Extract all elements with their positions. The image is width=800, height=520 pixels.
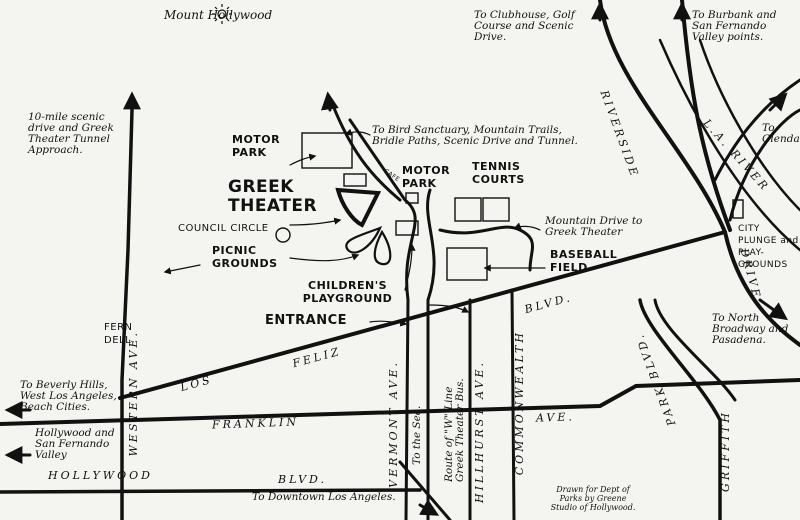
motor-park-box-1 — [301, 132, 353, 169]
sun-symbol — [212, 4, 232, 24]
beverly-hills-note: To Beverly Hills, West Los Angeles, Beac… — [20, 379, 117, 413]
clubhouse-note: To Clubhouse, Golf Course and Scenic Dri… — [474, 9, 575, 43]
la-river-2 — [698, 38, 800, 212]
route-bus-note: Route of "W" Line Greek Theater Bus. — [443, 378, 466, 482]
hollywood-blvd-label: BLVD. — [278, 473, 327, 486]
downtown-road — [398, 460, 452, 520]
park-blvd — [638, 298, 722, 520]
burbank-note: To Burbank and San Fernando Valley point… — [692, 9, 777, 43]
mountain-drive-note: Mountain Drive to Greek Theater — [545, 215, 643, 238]
motor-park-box-2 — [343, 173, 367, 187]
franklin-label: FRANKLIN — [211, 415, 300, 432]
baseball-box — [446, 247, 488, 281]
downtown-note: To Downtown Los Angeles. — [252, 491, 396, 503]
arrow-pasadena — [758, 298, 788, 321]
western-ave — [120, 108, 134, 520]
picnic-grounds-label: PICNIC GROUNDS — [212, 244, 278, 270]
tennis-court-1 — [454, 197, 482, 222]
baseball-field-label: BASEBALL FIELD — [550, 248, 618, 274]
council-circle-label: COUNCIL CIRCLE — [178, 223, 269, 234]
road-glendale — [728, 108, 800, 222]
vermont-ave-label: VERMONT AVE. — [387, 360, 400, 488]
cafe-box — [405, 192, 419, 204]
bird-sanctuary-note: To Bird Sanctuary, Mountain Trails, Brid… — [372, 124, 578, 147]
arrow-downtown — [418, 499, 440, 516]
franklin-ave — [0, 378, 800, 426]
playground-box — [395, 220, 419, 236]
hillhurst-ave-label: HILLHURST AVE. — [473, 360, 486, 503]
arrow-glendale — [768, 92, 788, 112]
mountain-drive — [438, 225, 534, 272]
franklin-ave-label: AVE. — [535, 410, 576, 425]
tennis-court-2 — [482, 197, 510, 222]
hollywood-blvd — [0, 488, 422, 494]
picnic-loop-1 — [345, 226, 383, 254]
la-river — [658, 38, 800, 252]
hollywood-valley-note: Hollywood and San Fernando Valley — [35, 427, 115, 461]
park-blvd-2 — [653, 298, 737, 402]
north-broadway-note: To North Broadway and Pasadena. — [712, 312, 789, 346]
council-circle — [275, 227, 291, 243]
picnic-loop-2 — [373, 229, 392, 266]
griffith-label: GRIFFITH — [719, 410, 732, 492]
commonwealth-label: COMMONWEALTH — [513, 330, 526, 476]
riverside-drive — [598, 0, 800, 347]
road-east — [713, 78, 800, 182]
hollywood-label: HOLLYWOOD — [48, 469, 153, 482]
tennis-courts-label: TENNIS COURTS — [472, 160, 525, 186]
los-feliz-blvd — [118, 230, 727, 400]
park-entrance-road-2 — [426, 188, 436, 302]
vermont-ave — [404, 298, 410, 520]
greek-theater-shape — [335, 187, 382, 228]
childrens-playground-label: CHILDREN'S PLAYGROUND — [302, 279, 393, 305]
western-ave-label: WESTERN AVE. — [127, 330, 140, 457]
mount-hollywood-label: Mount Hollywood — [164, 8, 273, 22]
scenic-drive-note: 10-mile scenic drive and Greek Theater T… — [28, 111, 114, 156]
fern-dell-label: FERN DELL — [104, 322, 133, 346]
credit-note: Drawn for Dept of Parks by Greene Studio… — [550, 485, 636, 512]
to-sea-note: To the Sea. — [411, 405, 423, 465]
arrow-bird-north — [320, 91, 339, 112]
greek-theater-label: GREEK THEATER — [228, 177, 318, 216]
city-plunge-box — [732, 199, 744, 219]
city-plunge-label: CITY PLUNGE and PLAY-GROUNDS — [738, 224, 799, 270]
entrance-label: ENTRANCE — [265, 313, 347, 328]
motor-park-label-2: MOTOR PARK — [402, 164, 451, 190]
scenic-drive-line — [328, 96, 402, 202]
glendale-note: To Glendale — [762, 122, 800, 145]
motor-park-label-1: MOTOR PARK — [232, 133, 281, 159]
commonwealth-ave — [510, 288, 516, 520]
